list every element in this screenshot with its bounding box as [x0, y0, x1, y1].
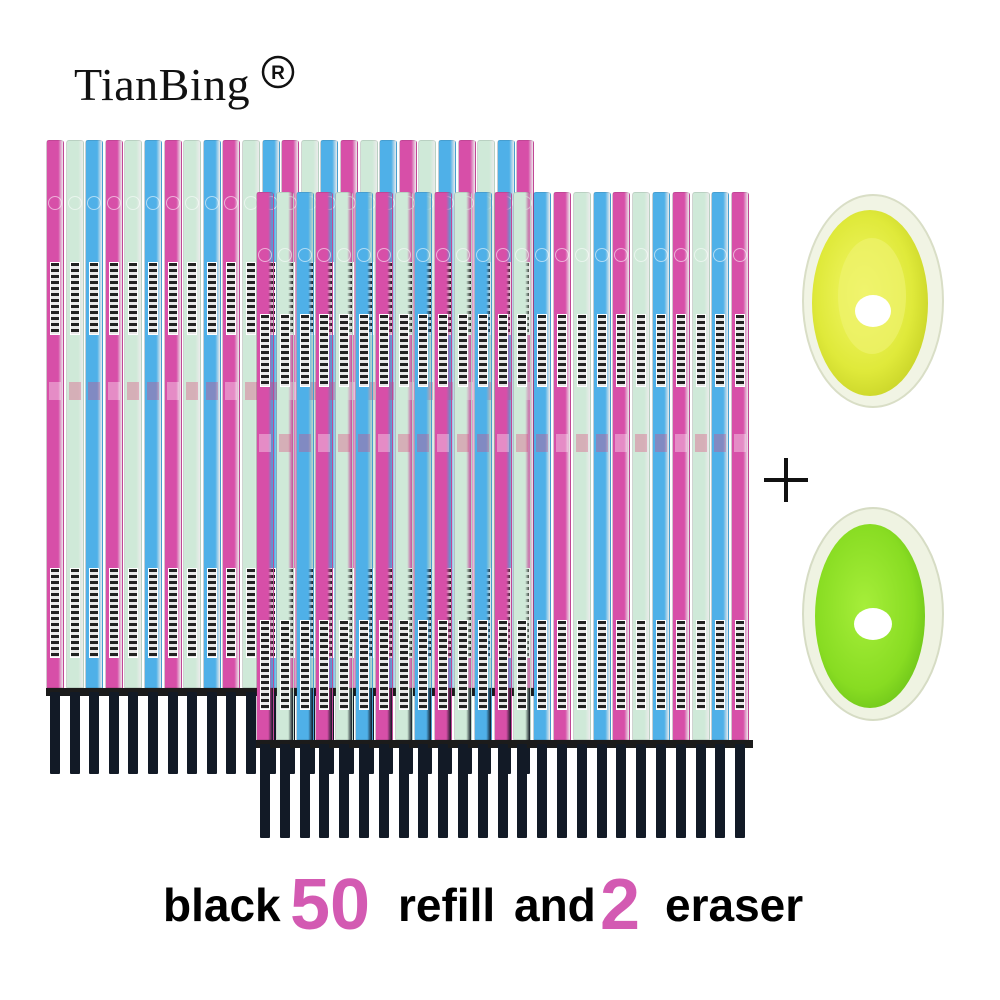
refill-tube: [394, 192, 413, 740]
refill-tube: [202, 140, 221, 688]
refill-tip: [246, 692, 256, 774]
refill-tip: [226, 692, 237, 774]
caption-word-eraser: eraser: [665, 879, 804, 931]
eraser-yellow: [802, 194, 944, 408]
refill-tube: [454, 192, 472, 740]
refill-tip: [557, 744, 567, 838]
refill-tip: [576, 744, 587, 838]
refill-tube: [414, 192, 433, 740]
refill-tube: [374, 192, 393, 740]
refill-tube: [473, 192, 492, 740]
refill-tube: [222, 140, 241, 688]
svg-text:R: R: [271, 63, 285, 84]
refill-tip: [187, 692, 198, 774]
refill-tip: [299, 744, 310, 838]
refill-tip: [656, 744, 666, 838]
refill-tube: [572, 192, 591, 740]
refill-tube: [632, 192, 651, 740]
refill-tube: [493, 192, 512, 740]
refill-tip: [517, 744, 528, 838]
caption-eraser-count: 2: [600, 865, 641, 945]
refill-tube: [652, 192, 670, 740]
refill-tube: [691, 192, 710, 740]
refill-tube: [124, 140, 143, 688]
refill-tip: [108, 692, 119, 774]
refill-tip: [497, 744, 508, 838]
refill-tip: [537, 744, 548, 838]
caption: black 50 refill and 2 eraser: [0, 865, 1000, 960]
registered-mark-icon: R: [261, 55, 295, 89]
refill-tip: [418, 744, 429, 838]
refill-tube: [335, 192, 354, 740]
refill-tip: [715, 744, 726, 838]
refill-tip: [206, 692, 217, 774]
refill-tip: [128, 692, 139, 774]
refill-tip: [359, 744, 369, 838]
brand-name: TianBing: [74, 59, 251, 110]
refill-tip: [339, 744, 350, 838]
refill-tube: [671, 192, 690, 740]
refill-tube: [46, 140, 64, 688]
refill-tube: [183, 140, 202, 688]
refill-tube: [434, 192, 453, 740]
refill-tip: [695, 744, 706, 838]
refill-tube: [592, 192, 611, 740]
refill-tube: [731, 192, 750, 740]
refill-tip: [148, 692, 158, 774]
refill-tip: [398, 744, 409, 838]
refill-tip: [69, 692, 80, 774]
refill-tip: [596, 744, 607, 838]
refill-tube: [612, 192, 631, 740]
refill-tip: [438, 744, 449, 838]
refill-tube: [256, 192, 274, 740]
plus-icon: [762, 456, 810, 504]
refill-tip: [279, 744, 290, 838]
refill-tip: [735, 744, 746, 838]
refill-tube: [513, 192, 532, 740]
refill-tube: [65, 140, 84, 688]
caption-word-refill: refill: [398, 879, 496, 931]
refill-tube: [711, 192, 730, 740]
refill-tip: [89, 692, 100, 774]
refill-tube: [104, 140, 123, 688]
refill-tip: [167, 692, 178, 774]
refill-tube: [355, 192, 373, 740]
refill-tube: [533, 192, 552, 740]
refill-tip: [458, 744, 468, 838]
refill-tip: [50, 692, 60, 774]
refill-bundle-front: [256, 192, 769, 838]
refill-tube: [315, 192, 334, 740]
refill-tip: [477, 744, 488, 838]
refill-tube: [163, 140, 182, 688]
refill-tube: [144, 140, 162, 688]
refill-tube: [295, 192, 314, 740]
refill-tip: [616, 744, 627, 838]
caption-refill-count: 50: [290, 865, 371, 945]
caption-word-and: and: [514, 879, 596, 931]
refill-tip: [260, 744, 270, 838]
refill-tip: [319, 744, 330, 838]
refill-tube: [275, 192, 294, 740]
eraser-green: [802, 507, 944, 721]
caption-word-black: black: [163, 879, 281, 931]
refill-tube: [553, 192, 571, 740]
refill-tip: [675, 744, 686, 838]
refill-tip: [636, 744, 647, 838]
refill-tip: [378, 744, 389, 838]
refill-tube: [85, 140, 104, 688]
